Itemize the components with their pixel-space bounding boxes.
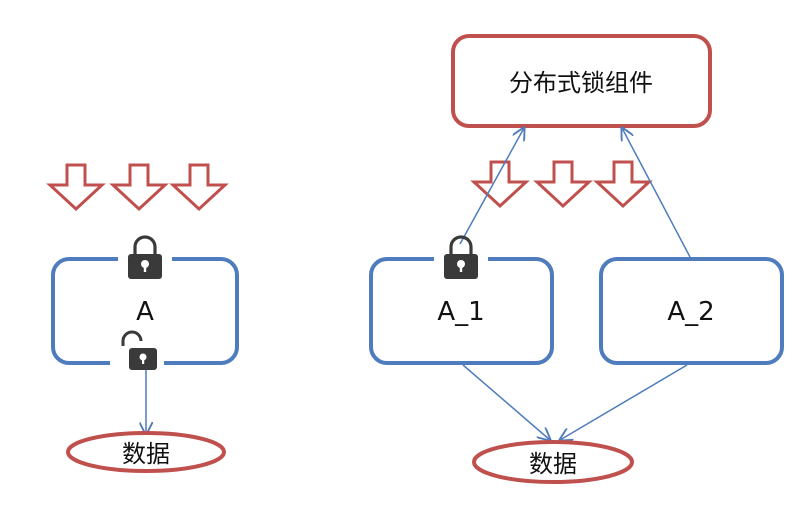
down-arrow-icon (171, 163, 227, 211)
a2-to-data-arrow (560, 364, 688, 440)
distributed-lock-component-label: 分布式锁组件 (509, 69, 653, 97)
lock-closed-icon (126, 235, 164, 281)
a1-to-lock-component-arrow (459, 128, 524, 245)
down-arrow-icon (48, 163, 104, 211)
right-incoming-arrows (472, 160, 651, 208)
right-data-store (472, 440, 634, 484)
down-arrow-icon (535, 160, 591, 208)
distributed-lock-component-box (451, 34, 712, 128)
a1-to-data-arrow (462, 364, 550, 440)
a2-to-lock-component-arrow (622, 128, 691, 258)
node-a1-label: A_1 (437, 297, 484, 327)
left-data-label: 数据 (122, 440, 170, 468)
node-a2-box (599, 257, 784, 365)
right-data-label: 数据 (529, 450, 577, 478)
left-incoming-arrows (48, 163, 227, 211)
left-data-store (66, 431, 226, 473)
down-arrow-icon (472, 160, 528, 208)
down-arrow-icon (595, 160, 651, 208)
down-arrow-icon (111, 163, 167, 211)
node-a2-label: A_2 (667, 297, 714, 327)
left-node-label: A (136, 297, 154, 327)
